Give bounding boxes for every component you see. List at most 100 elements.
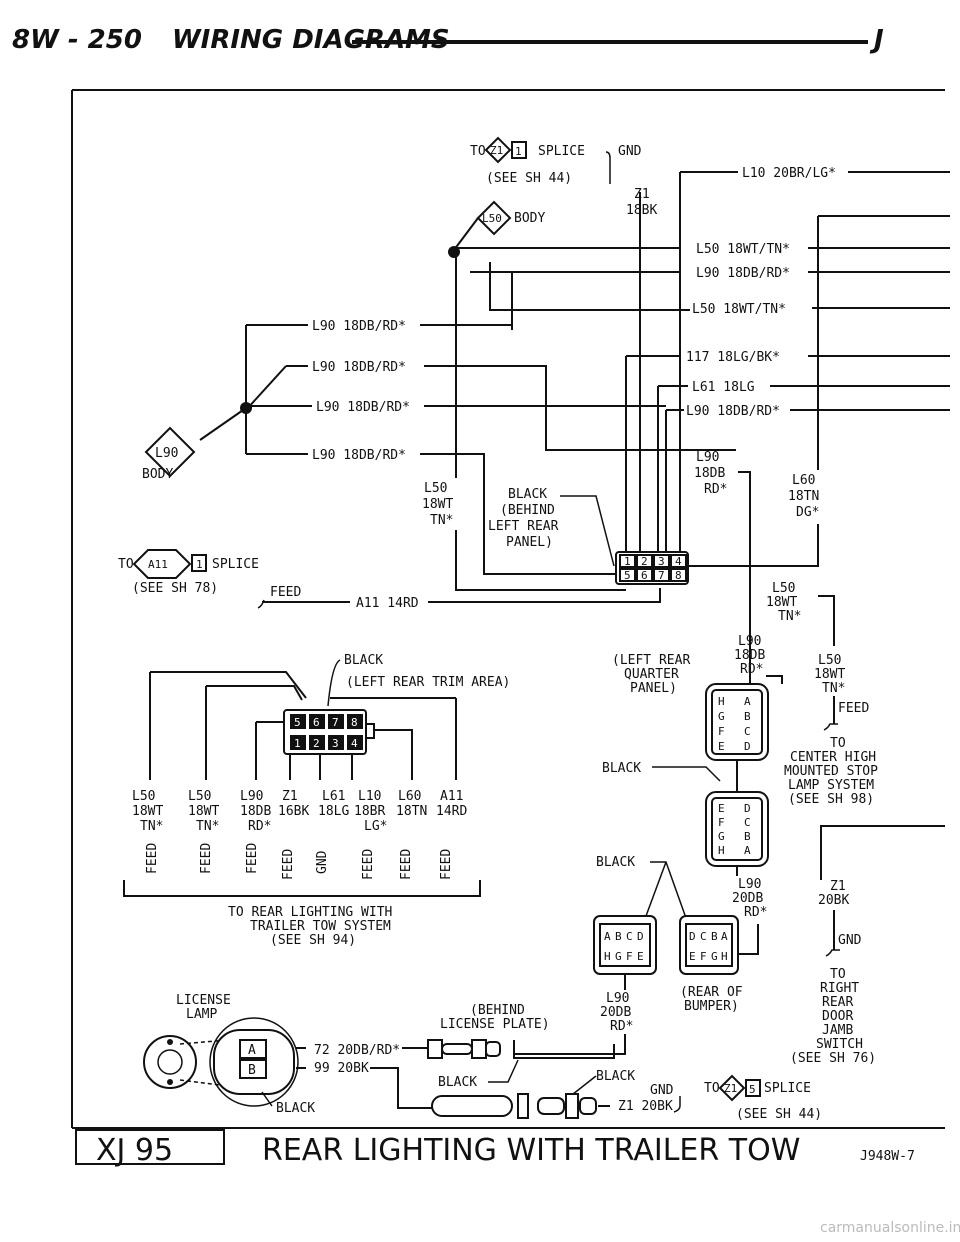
panel-pin-2-box [636,554,653,568]
gnd-bottom-mark [673,1096,681,1113]
trim-5-c: L61 [322,789,345,804]
trim-pin-6-box [309,714,325,729]
bumper-left-c: C [626,930,633,943]
l50-vert-2: 18WT [422,497,453,512]
license-connector-outer [209,1017,299,1107]
panel-pin-3: 3 [658,555,665,568]
license-lamp-dashes [179,1039,229,1087]
wire-left-4 [246,453,624,575]
trim-5-f: GND [315,850,330,874]
a11-ref: (SEE SH 78) [132,581,218,596]
panel-connector: 1 2 3 4 5 6 7 8 [615,551,689,585]
l90-bot-2: 20DB [600,1005,631,1020]
footer-code: J948W-7 [860,1149,915,1164]
bumper-left-a: A [604,930,611,943]
trim-6-c: L10 [358,789,381,804]
bumper-right-g: G [711,950,718,963]
bumper-left-f: F [626,950,633,963]
quarter-wire-top [766,675,783,684]
trim-pin-2-box [309,735,325,750]
conn2-pin-b: B [744,830,751,843]
black-label-1: BLACK [602,761,641,776]
conn2-pin-g: G [718,830,725,843]
trim-6-f: FEED [361,849,376,880]
trim-5-g: 18LG [318,804,349,819]
panel-conn-l3: LEFT REAR [488,519,559,534]
trim-4-c: Z1 [282,789,298,804]
black-label-b: BLACK [596,1069,635,1084]
trim-pin-1-box [290,735,306,750]
door-l4: DOOR [822,1009,853,1024]
door-l7: (SEE SH 76) [790,1051,876,1066]
l90-body-link [199,407,247,441]
bumper-left-d: D [637,930,644,943]
feed-a11-mark [257,599,265,609]
wire-l50-a-label: L50 18WT/TN* [696,242,790,257]
panel-pin-6-box [636,568,653,582]
license-l1: LICENSE [176,993,231,1008]
door-l5: JAMB [822,1023,853,1038]
z1-bottom-name: Z1 [724,1082,737,1095]
wire-99-label: 99 20BK [314,1061,369,1076]
license-behind2: LICENSE PLATE) [440,1017,550,1032]
trim-7-g: 18TN [396,804,427,819]
black-leader-a [488,1059,519,1083]
l90-q-3: RD* [740,662,763,677]
trim-connector-latch [365,723,375,739]
trim-pin-4: 4 [351,737,358,750]
trim-8-c: A11 [440,789,463,804]
panel-pin-3-box [653,554,670,568]
panel-conn-leader [560,495,615,567]
z1-20-2: 20BK [818,893,849,908]
to-rear-l3: (SEE SH 94) [270,933,356,948]
trim-3-c: L90 [240,789,263,804]
conn2-pin-c: C [744,816,751,829]
quarter-pin-f: F [718,725,725,738]
bumper-connector-left: A B C D H G F E [593,915,657,975]
bumper-right-e: E [689,950,696,963]
footer-model-box [75,1129,225,1165]
feed-a11-feed: FEED [270,585,301,600]
black-label-2: BLACK [596,855,635,870]
chmsl-l4: LAMP SYSTEM [788,778,874,793]
quarter-pin-g: G [718,710,725,723]
z1-bottom-label: SPLICE [764,1081,811,1096]
bumper-right-a: A [721,930,728,943]
l90-20-3: RD* [744,905,767,920]
l50-feed-g: 18WT [814,667,845,682]
l50-body-link [453,217,479,251]
trim-pin-5-box [290,714,306,729]
trim-1-k: TN* [140,819,163,834]
trim-1-f: FEED [145,843,160,874]
z1-20-1: Z1 [830,879,846,894]
l50-vert2-3: TN* [778,609,801,624]
header-page-number: 8W - 250 [12,25,142,55]
z1-bottom-ref: (SEE SH 44) [736,1107,822,1122]
quarter-l3: PANEL) [630,681,677,696]
black-label-a: BLACK [438,1075,477,1090]
panel-conn-l2: (BEHIND [500,503,555,518]
wire-l10-label: L10 20BR/LG* [742,166,836,181]
a11-prefix: TO [118,557,134,572]
gnd-top-mark [605,151,611,184]
license-lamp-filament [157,1049,183,1075]
wire-l50-b-left [489,262,690,311]
bullet-z1-c [565,1093,579,1119]
chmsl-l1: TO [830,736,846,751]
bumper-right-c: C [700,930,707,943]
trim-3-k: RD* [248,819,271,834]
trim-conn-leader [327,659,341,707]
trim-wire-column-7: L60 18TN FEED [396,789,427,880]
panel-pin-2: 2 [641,555,648,568]
z1-right-wire [820,825,945,880]
trim-pin-3: 3 [332,737,339,750]
trim-pin-8: 8 [351,716,358,729]
trim-drop-7 [374,729,413,780]
trim-pin-7-box [328,714,344,729]
bullet-72-d [485,1041,501,1057]
panel-pin-1-box [619,554,636,568]
trim-8-g: 14RD [436,804,467,819]
license-pin-a: A [248,1043,256,1058]
wire-l50-right-drop [818,595,835,646]
